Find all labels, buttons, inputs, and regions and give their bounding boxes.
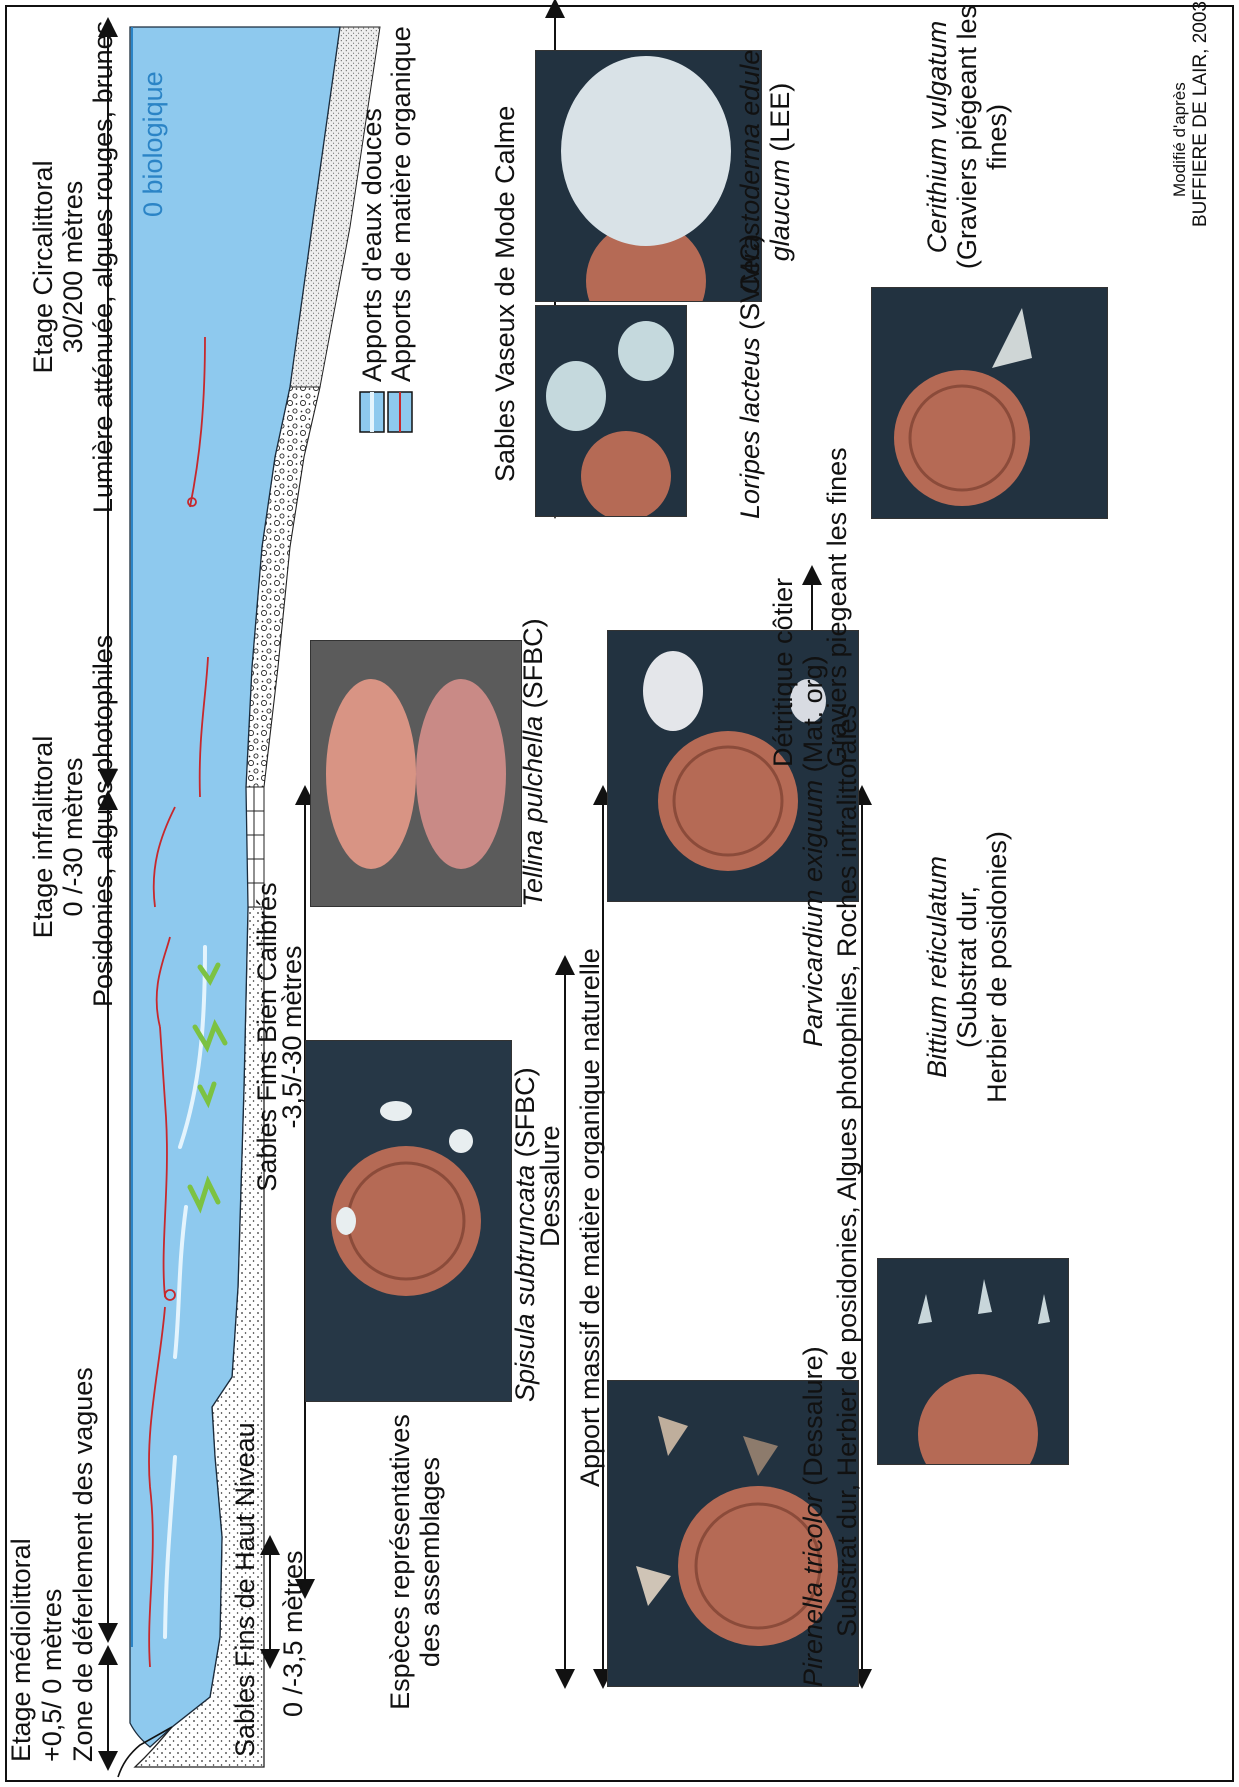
photo-tellina [310,640,522,907]
credit-line-2: BUFFIERE DE LAIR, 2003 [1190,1,1212,227]
photo-cerastoderma [535,50,762,302]
cerithium-l3: fines) [982,0,1013,277]
legend-organic-label: Apports de matière organique [386,26,417,382]
infralittoral-title: Etage infralittoral [28,667,59,1007]
bittium-l3: Herbier de posidonies) [982,787,1013,1147]
legend-organic-swatch [388,392,412,432]
cerithium-name-text: Cerithium vulgatum [922,21,952,254]
loripes-name: Loripes lacteus [735,337,765,519]
cerastoderma-name2: glaucum [765,159,795,261]
cerithium-l2: (Graviers piégeant les [952,0,983,277]
shfn-label: Sables Fins de Haut Niveau [230,1422,261,1757]
assemblages-title-1: Espèces représentatives [385,1382,416,1742]
assemblages-title-2: des assemblages [415,1382,446,1742]
tellina-caption: Tellina pulchella (SFBC) [518,618,549,907]
bittium-l2: (Substrat dur, [952,787,983,1147]
photo-cerithium [871,287,1108,519]
shfn-depth: 0 /-3,5 mètres [278,1550,309,1717]
dessalure-label: Dessalure [535,1125,566,1247]
mediolittoral-desc: Zone de déferlement des vagues [68,1367,99,1762]
pirenella-name: Pirenella tricolor [798,1493,828,1687]
cerastoderma-l2: glaucum (LEE) [765,47,796,297]
legend-fresh-swatch [360,392,384,432]
cerastoderma-l1: Cerastoderma edule [735,47,766,297]
photo-spisula [305,1040,512,1402]
photo-bittium [877,1258,1069,1465]
cerithium-name: Cerithium vulgatum [922,0,953,277]
sfbc-depth: -3,5/-30 mètres [277,827,308,1247]
legend-fresh-label: Apports d'eaux douces [357,108,388,382]
tellina-name: Tellina pulchella [518,716,548,907]
cerastoderma-name1: Cerastoderma edule [735,50,765,295]
photo-loripes [535,305,687,517]
infralittoral-desc: Posidonies, algues photophiles [88,667,119,1007]
parvicardium-tag: (Mat. org) [798,655,828,780]
tellina-tag: (SFBC) [518,618,548,716]
parvicardium-caption: Parvicardium exiguum (Mat. org) [798,655,829,1047]
credit-line-1: Modifié d'après [1170,82,1190,197]
substrat-label: Substrat dur, Herbier de posidonies, Alg… [832,705,863,1637]
detritique-label: Détritique côtier [768,578,799,767]
circalittoral-desc: Lumière atténuée, algues rouges, brunes [88,17,119,517]
pirenella-tag: (Dessalure) [798,1346,828,1493]
circalittoral-depth: 30/200 mètres [58,17,89,517]
pirenella-caption: Pirenella tricolor (Dessalure) [798,1346,829,1687]
bittium-name: Bittium reticulatum [922,787,953,1147]
svmc-label: Sables Vaseux de Mode Calme [490,106,521,482]
apport-label: Apport massif de matière organique natur… [575,948,606,1487]
cerastoderma-tag: (LEE) [765,83,795,160]
bittium-name-text: Bittium reticulatum [922,856,952,1078]
circalittoral-title: Etage Circalittoral [28,17,59,517]
mediolittoral-depth: +0,5/ 0 mètres [37,1589,68,1762]
infralittoral-depth: 0 /-30 mètres [58,667,89,1007]
parvicardium-name: Parvicardium exiguum [798,780,828,1047]
coin-shells-illustration [306,1041,511,1401]
zero-biologique-label: 0 biologique [138,71,169,217]
mediolittoral-title: Etage médiolittoral [6,1538,37,1762]
